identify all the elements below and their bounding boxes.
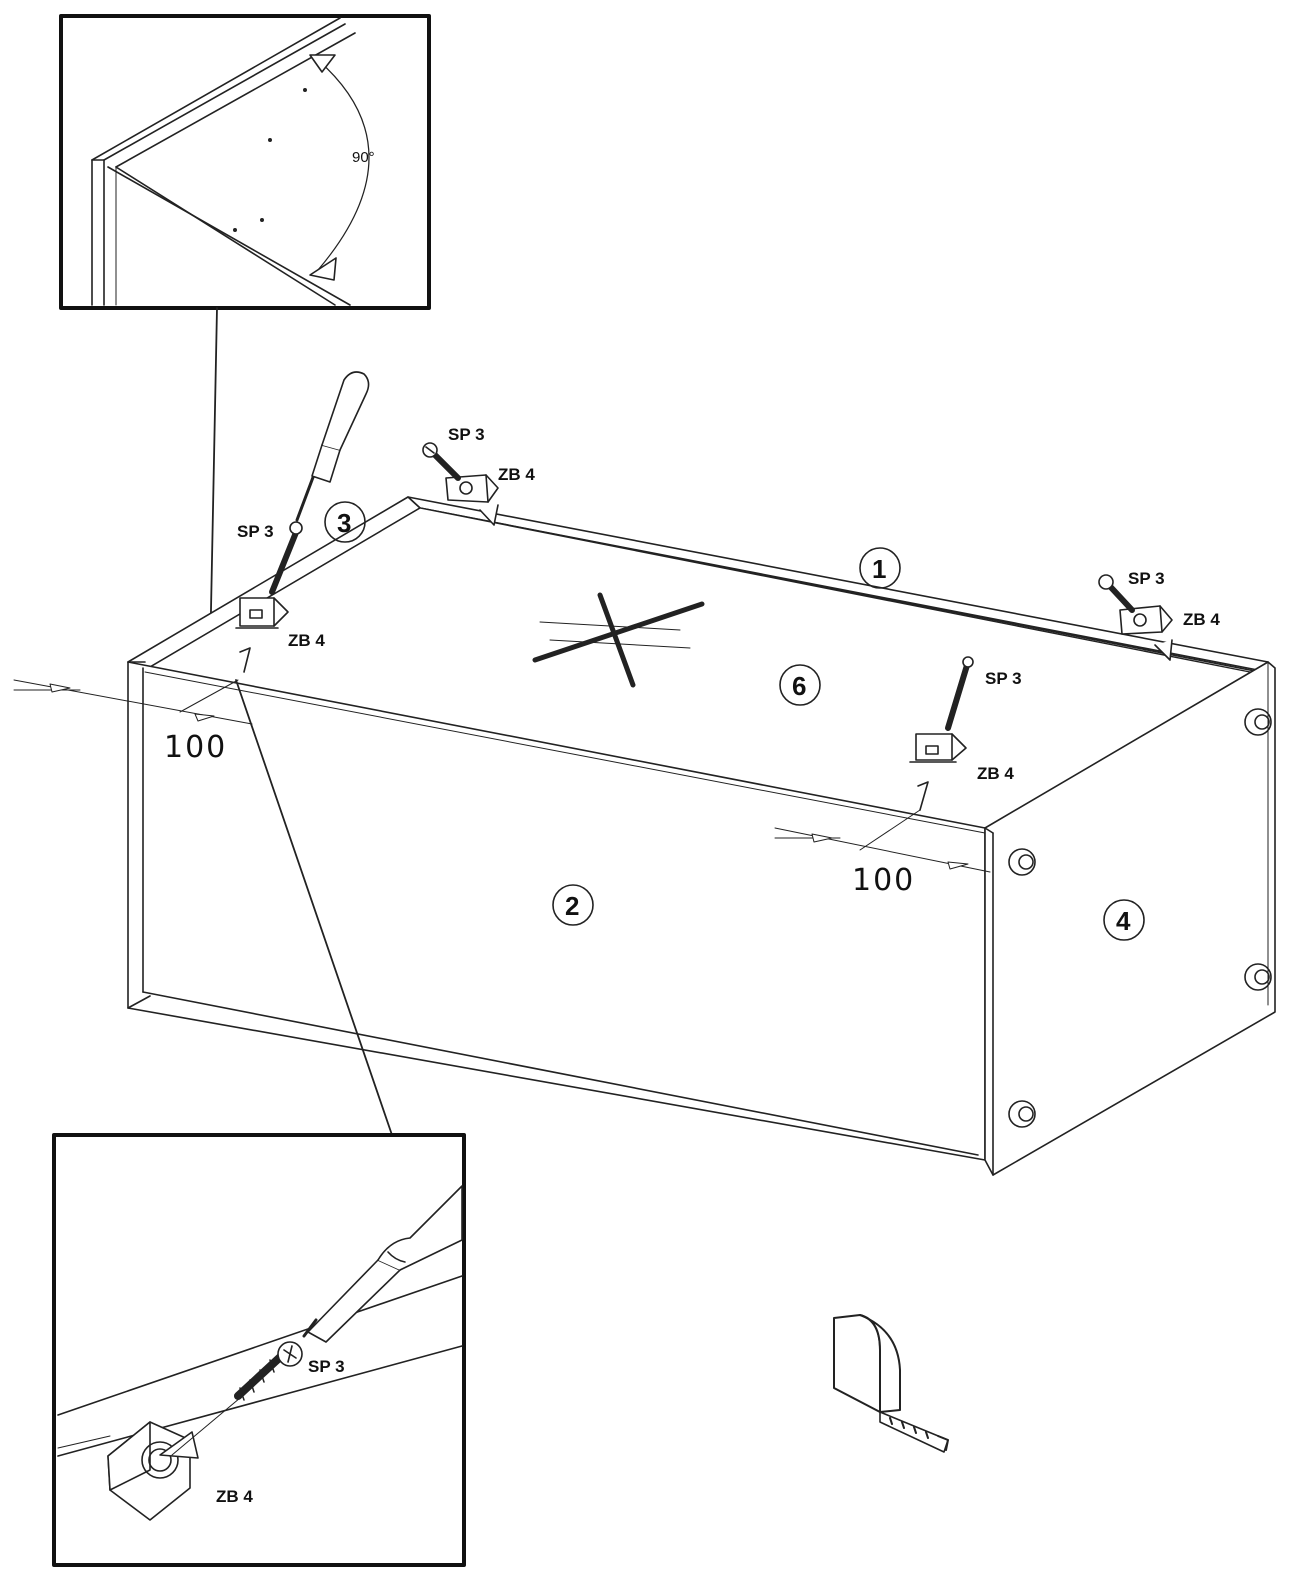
part-label-6: 6	[779, 664, 821, 706]
dimension-left-label: 100	[164, 730, 227, 765]
bracket-front-right	[909, 656, 974, 811]
screw-label-front-left: SP 3	[237, 522, 274, 541]
angle-arrow-bottom	[309, 257, 337, 281]
bracket-label-front-right: ZB 4	[977, 764, 1014, 783]
dimension-right-label: 100	[852, 863, 915, 898]
part-label-3: 3	[324, 501, 366, 543]
bracket-back-left	[422, 442, 499, 526]
screw-label-back-right: SP 3	[1128, 569, 1165, 588]
bracket-label-back-left: ZB 4	[498, 465, 535, 484]
screw-label-back-left: SP 3	[448, 425, 485, 444]
leader-bottom	[235, 679, 393, 1136]
screwdriver	[295, 371, 370, 522]
inset-corner-detail: 90°	[59, 14, 431, 310]
svg-text:3: 3	[337, 508, 351, 538]
angle-arc	[317, 59, 370, 271]
bracket-label-back-right: ZB 4	[1183, 610, 1220, 629]
screw-label-front-right: SP 3	[985, 669, 1022, 688]
leader-top	[209, 307, 218, 661]
tape-measure-icon	[833, 1314, 949, 1453]
part-label-2: 2	[552, 884, 594, 926]
dimension-right	[774, 809, 991, 873]
svg-text:6: 6	[792, 671, 806, 701]
cam-holes	[1008, 708, 1272, 1128]
inset-bracket-label: ZB 4	[216, 1487, 253, 1506]
inset-screw-detail	[52, 1133, 466, 1567]
inset-screw-label: SP 3	[308, 1357, 345, 1376]
svg-text:2: 2	[565, 891, 579, 921]
bracket-back-right	[1098, 574, 1173, 661]
part-label-4: 4	[1103, 899, 1145, 941]
part-label-1: 1	[859, 547, 901, 589]
angle-arrow-top	[309, 54, 336, 73]
do-not-mark	[532, 592, 705, 688]
svg-text:4: 4	[1116, 906, 1131, 936]
bracket-label-front-left: ZB 4	[288, 631, 325, 650]
bracket-front-left	[235, 371, 370, 673]
svg-text:1: 1	[872, 554, 886, 584]
cabinet	[127, 496, 1276, 1176]
angle-label: 90°	[352, 149, 375, 166]
dimension-left	[13, 679, 253, 725]
